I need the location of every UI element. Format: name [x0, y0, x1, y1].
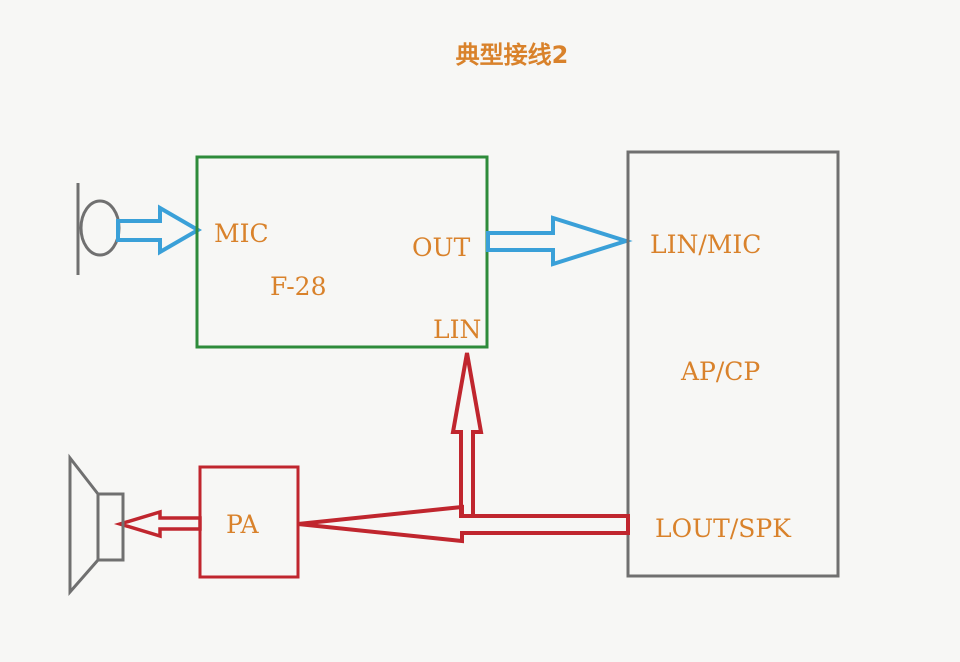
pa-to-speaker-arrow: [113, 509, 202, 539]
microphone-icon: [76, 183, 121, 275]
f28-lin-label: LIN: [433, 315, 481, 344]
apcp-lin-mic-label: LIN/MIC: [650, 230, 761, 259]
pa-name-label: PA: [226, 510, 260, 539]
diagram-title: 典型接线2: [456, 41, 569, 69]
speaker-icon: [68, 453, 125, 596]
apcp-block: [626, 150, 840, 578]
out-to-apcp-arrow: [486, 215, 633, 267]
f28-mic-label: MIC: [214, 219, 269, 248]
f28-name-label: F-28: [270, 272, 326, 301]
branch-to-lin-arrow: [450, 352, 484, 518]
apcp-lout-spk-label: LOUT/SPK: [655, 514, 792, 543]
f28-out-label: OUT: [412, 233, 471, 262]
mic-to-f28-arrow: [116, 204, 202, 256]
apcp-name-label: AP/CP: [680, 357, 760, 386]
